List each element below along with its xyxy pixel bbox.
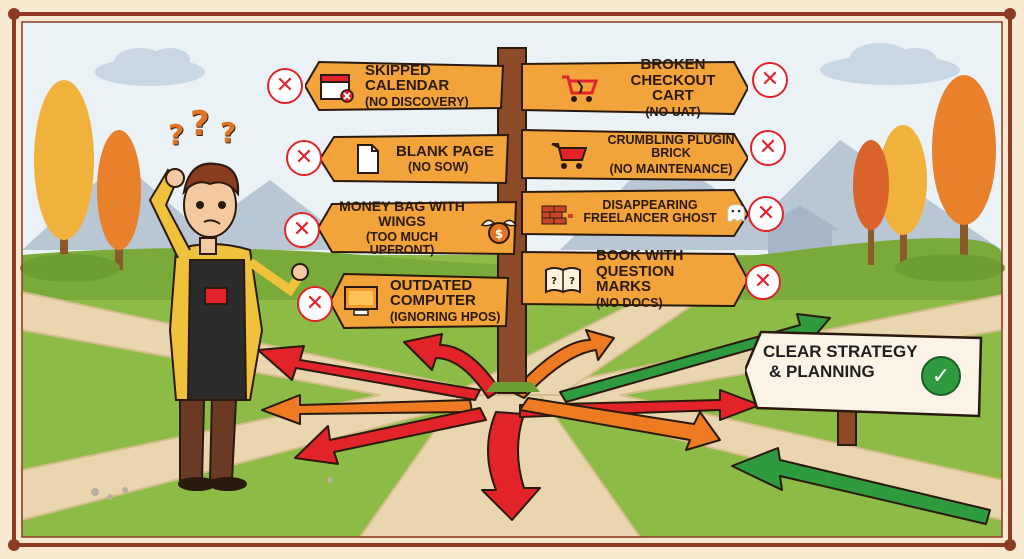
sign-subtitle: (No Docs)	[596, 296, 663, 311]
sign-subtitle: (No SOW)	[408, 160, 469, 175]
computer-icon	[344, 286, 378, 316]
sign-title: Disappearing Freelancer Ghost	[583, 197, 717, 225]
money-bag-wings-icon: $	[480, 219, 518, 244]
sign-book-question: ?? Book With Question Marks(No Docs)	[520, 246, 748, 311]
error-x-icon: ✕	[286, 140, 322, 176]
error-x-icon: ✕	[748, 196, 784, 232]
checkmark-icon: ✓	[921, 356, 961, 396]
error-x-icon: ✕	[750, 130, 786, 166]
error-x-icon: ✕	[267, 68, 303, 104]
sign-money-bag: Money Bag With Wings(Too Much Upfront) $	[318, 198, 518, 257]
error-x-icon: ✕	[284, 212, 320, 248]
svg-text:?: ?	[551, 276, 557, 287]
sign-skipped-calendar: Skipped Calendar(No Discovery)	[305, 60, 505, 112]
clear-strategy-sign: Clear Strategy& Planning ✓	[745, 330, 983, 418]
sign-broken-checkout: Broken Checkout Cart(No UAT)	[520, 55, 748, 120]
sign-outdated-computer: Outdated Computer(Ignoring HPOS)	[330, 272, 510, 330]
calendar-icon	[320, 74, 354, 103]
clear-sign-line2: & Planning	[769, 362, 875, 382]
question-mark: ?	[220, 116, 237, 149]
ghost-icon	[727, 204, 745, 223]
sign-blank-page: Blank Page(No SOW)	[320, 133, 510, 185]
sign-title: Broken Checkout Cart	[630, 55, 716, 105]
bricks-icon	[541, 205, 573, 225]
sign-title: Skipped Calendar	[365, 61, 450, 95]
sign-title: Crumbling Plugin Brick	[607, 133, 735, 161]
book-question-icon: ??	[545, 267, 581, 294]
error-x-icon: ✕	[297, 286, 333, 322]
sign-subtitle: (No Discovery)	[365, 95, 469, 110]
error-x-icon: ✕	[745, 264, 781, 300]
sign-subtitle: (Too Much Upfront)	[366, 229, 438, 257]
blank-page-icon	[357, 144, 379, 174]
clear-sign-line1: Clear Strategy	[763, 342, 918, 361]
error-x-icon: ✕	[752, 62, 788, 98]
sign-subtitle: (No Maintenance)	[609, 161, 733, 176]
svg-text:$: $	[495, 227, 503, 241]
question-mark: ?	[190, 104, 210, 144]
question-mark: ?	[168, 118, 185, 151]
sign-title: Blank Page	[396, 142, 495, 160]
sign-title: Money Bag With Wings	[339, 198, 465, 229]
sign-title: Outdated Computer	[390, 276, 476, 310]
sign-freelancer-ghost: Disappearing Freelancer Ghost	[520, 188, 748, 238]
sign-title: Book With Question Marks	[596, 246, 684, 296]
broken-cart-icon	[562, 75, 598, 102]
crumbling-cart-icon	[551, 143, 588, 169]
sign-crumbling-plugin: Crumbling Plugin Brick(No Maintenance)	[520, 128, 748, 182]
sign-subtitle: (Ignoring HPOS)	[390, 310, 501, 325]
svg-text:?: ?	[569, 276, 575, 287]
sign-subtitle: (No UAT)	[645, 105, 701, 120]
